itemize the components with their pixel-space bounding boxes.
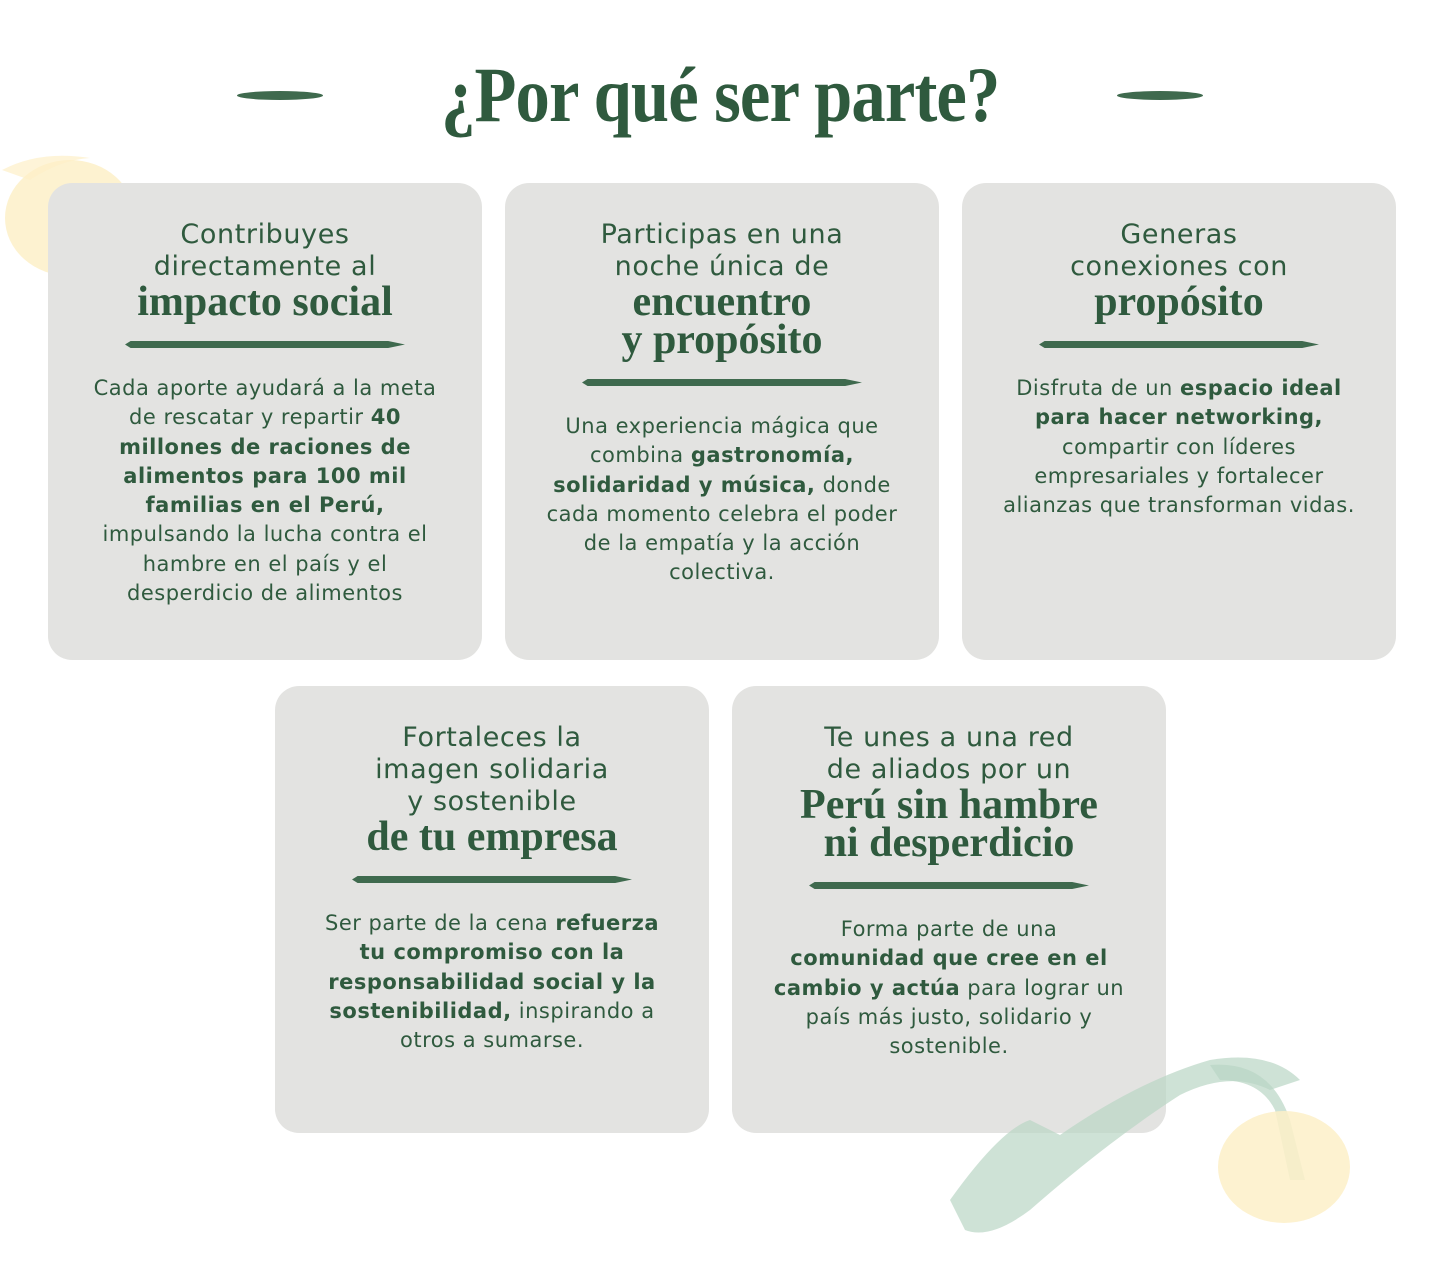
card-lead: Contribuyes directamente al	[153, 219, 377, 282]
benefit-card-imagen-empresa: Fortaleces la imagen solidaria y sosteni…	[275, 686, 709, 1133]
card-divider	[125, 341, 405, 348]
benefit-card-conexiones: Generas conexiones con propósito Disfrut…	[962, 183, 1396, 660]
card-lead: Fortaleces la imagen solidaria y sosteni…	[375, 722, 609, 817]
card-emphasis: impacto social	[137, 279, 393, 325]
page-title: ¿Por qué ser parte?	[440, 51, 1000, 138]
benefit-card-red-aliados: Te unes a una red de aliados por un Perú…	[732, 686, 1166, 1133]
card-emphasis: Perú sin hambre ni desperdicio	[800, 782, 1098, 866]
card-emphasis: encuentro y propósito	[621, 279, 823, 363]
card-emphasis: de tu empresa	[366, 814, 618, 860]
yellow-brush-circle-bottom-right	[1218, 1111, 1350, 1223]
card-body: Disfruta de un espacio ideal para hacer …	[1003, 376, 1355, 518]
benefit-card-impacto-social: Contribuyes directamente al impacto soci…	[48, 183, 482, 660]
title-dash-left	[236, 90, 323, 100]
card-body: Una experiencia mágica que combina gastr…	[546, 414, 898, 585]
card-lead: Te unes a una red de aliados por un	[824, 722, 1074, 785]
card-divider	[352, 876, 632, 883]
card-divider	[809, 882, 1089, 889]
card-lead: Generas conexiones con	[1070, 219, 1288, 282]
card-body: Ser parte de la cena refuerza tu comprom…	[324, 911, 660, 1053]
card-divider	[582, 379, 862, 386]
card-emphasis: propósito	[1094, 279, 1264, 325]
card-body: Forma parte de una comunidad que cree en…	[773, 917, 1125, 1059]
page-header: ¿Por qué ser parte?	[0, 40, 1440, 150]
card-divider	[1039, 341, 1319, 348]
title-dash-right	[1117, 90, 1204, 100]
card-lead: Participas en una noche única de	[600, 219, 844, 282]
card-body: Cada aporte ayudará a la meta de rescata…	[93, 376, 437, 606]
benefit-card-encuentro: Participas en una noche única de encuent…	[505, 183, 939, 660]
